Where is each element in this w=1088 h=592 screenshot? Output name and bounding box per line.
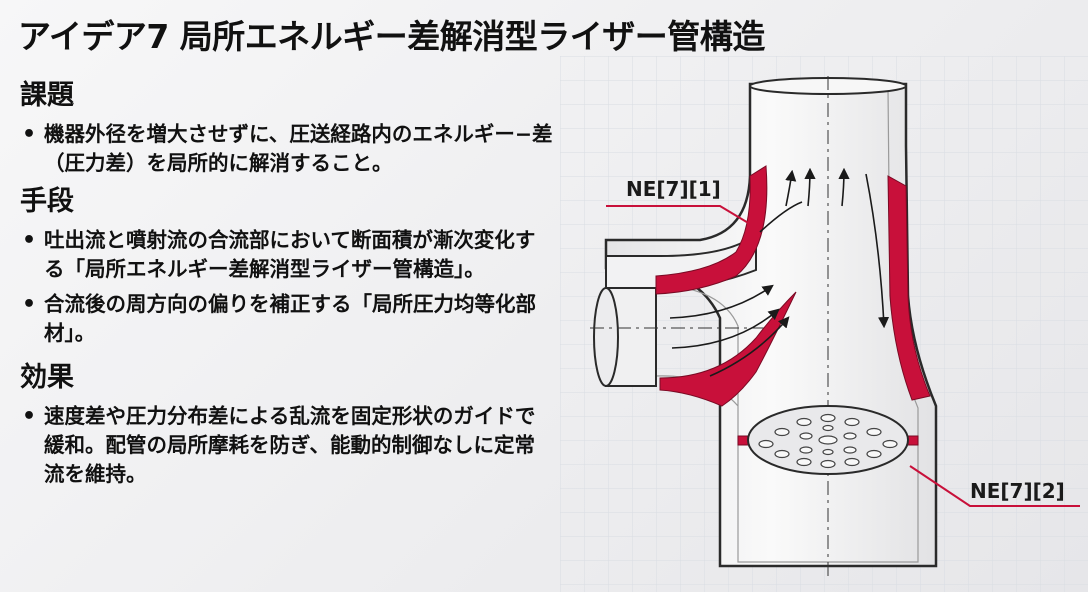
inlet-opening bbox=[593, 287, 619, 387]
ne1-guide-wedge bbox=[659, 291, 797, 407]
ne2-equalizer-plate bbox=[737, 405, 919, 475]
bullet-list-effect: 速度差や圧力分布差による乱流を固定形状のガイドで緩和。配管の局所摩耗を防ぎ、能動… bbox=[20, 402, 555, 489]
bullet-item: 吐出流と噴射流の合流部において断面積が漸次変化する「局所エネルギー差解消型ライザ… bbox=[20, 226, 555, 284]
ne2-callout-line bbox=[909, 465, 1080, 507]
ne1-callout-line bbox=[606, 205, 751, 225]
bullet-item: 機器外径を増大させずに、圧送経路内のエネルギー−差（圧力差）を局所的に解消するこ… bbox=[20, 120, 555, 178]
riser-pipe-diagram: NE[7][1] NE[7][2] bbox=[560, 56, 1088, 592]
ne1-guide-right bbox=[887, 175, 931, 401]
section-means: 手段 吐出流と噴射流の合流部において断面積が漸次変化する「局所エネルギー差解消型… bbox=[20, 184, 555, 348]
text-panel: 課題 機器外径を増大させずに、圧送経路内のエネルギー−差（圧力差）を局所的に解消… bbox=[20, 78, 555, 495]
section-heading-means: 手段 bbox=[20, 186, 74, 217]
ne1-label: NE[7][1] bbox=[626, 177, 721, 201]
plate-holes bbox=[758, 413, 898, 469]
bullet-list-means: 吐出流と噴射流の合流部において断面積が漸次変化する「局所エネルギー差解消型ライザ… bbox=[20, 226, 555, 348]
riser-pipe-svg: NE[7][1] NE[7][2] bbox=[560, 56, 1088, 592]
section-effect: 効果 速度差や圧力分布差による乱流を固定形状のガイドで緩和。配管の局所摩耗を防ぎ… bbox=[20, 360, 555, 489]
bullet-item: 合流後の周方向の偏りを補正する「局所圧力均等化部材」。 bbox=[20, 290, 555, 348]
section-problem: 課題 機器外径を増大させずに、圧送経路内のエネルギー−差（圧力差）を局所的に解消… bbox=[20, 78, 555, 178]
flow-arrows bbox=[669, 167, 890, 377]
page-title: アイデア7 局所エネルギー差解消型ライザー管構造 bbox=[18, 17, 765, 56]
section-heading-problem: 課題 bbox=[20, 80, 74, 111]
bullet-item: 速度差や圧力分布差による乱流を固定形状のガイドで緩和。配管の局所摩耗を防ぎ、能動… bbox=[20, 402, 555, 489]
bullet-list-problem: 機器外径を増大させずに、圧送経路内のエネルギー−差（圧力差）を局所的に解消するこ… bbox=[20, 120, 555, 178]
section-heading-effect: 効果 bbox=[20, 362, 74, 393]
ne2-label: NE[7][2] bbox=[970, 479, 1065, 503]
ne1-guide-left bbox=[655, 165, 768, 295]
